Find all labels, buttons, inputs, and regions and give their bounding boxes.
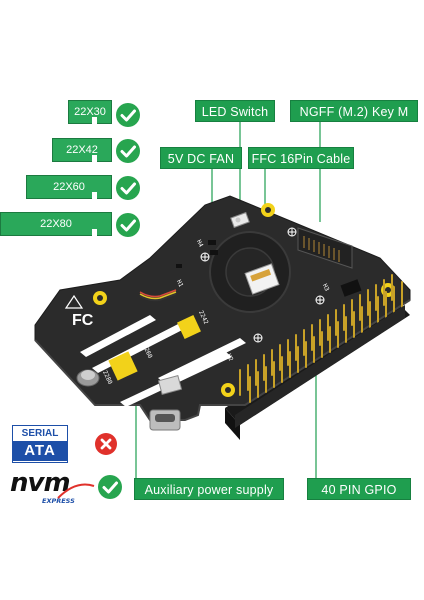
fc-mark: FC [72, 312, 94, 329]
callout-fan: 5V DC FAN [160, 147, 242, 169]
nvme-swoosh-icon [57, 483, 95, 499]
sata-logo-top: SERIAL [13, 426, 67, 441]
check-icon [116, 176, 140, 200]
callout-gpio: 40 PIN GPIO [307, 478, 411, 500]
check-icon [116, 139, 140, 163]
m2-notch [92, 229, 97, 236]
m2-notch [92, 155, 97, 162]
m2-notch [92, 117, 97, 124]
check-icon [116, 103, 140, 127]
m2-card-label: 22X80 [40, 218, 72, 230]
m2-card-2230: 22X30 [68, 100, 112, 124]
nvme-logo-express: EXPRESS [42, 497, 75, 505]
m2-card-label: 22X30 [74, 106, 106, 118]
sata-logo-bottom: ATA [13, 441, 67, 461]
sata-logo: SERIAL ATA [12, 425, 68, 463]
m2-notch [92, 192, 97, 199]
m2-card-2260: 22X60 [26, 175, 112, 199]
m2-card-label: 22X42 [66, 144, 98, 156]
callout-led-switch: LED Switch [195, 100, 275, 122]
check-icon [98, 475, 122, 499]
callout-aux-power: Auxiliary power supply [134, 478, 284, 500]
check-icon [116, 213, 140, 237]
nvme-logo-word: nvm [10, 468, 71, 498]
cross-icon [95, 433, 117, 455]
callout-ffc: FFC 16Pin Cable [248, 147, 354, 169]
callout-ngff: NGFF (M.2) Key M [290, 100, 418, 122]
m2-card-label: 22X60 [53, 181, 85, 193]
m2-card-2242: 22X42 [52, 138, 112, 162]
m2-card-2280: 22X80 [0, 212, 112, 236]
